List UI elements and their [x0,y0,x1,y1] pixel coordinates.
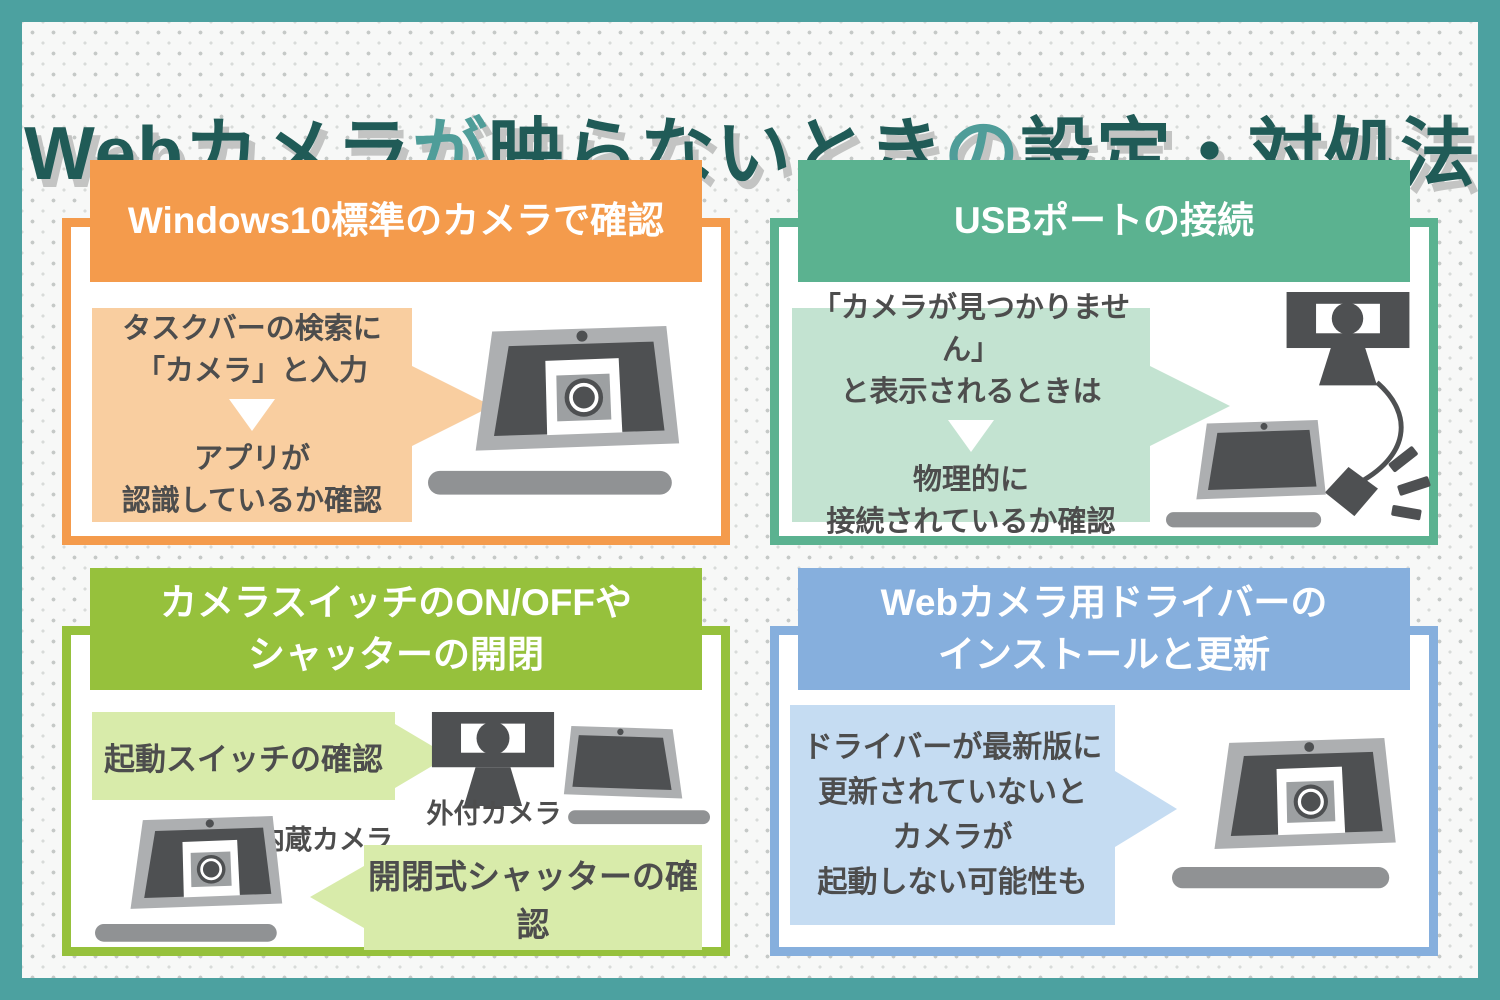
external-camera-label: 外付カメラ [426,799,562,829]
power-switch-bubble: 起動スイッチの確認 [92,712,449,800]
down-arrow-icon [948,420,994,453]
panel-header-text: USBポートの接続 [953,200,1255,242]
bubble-pointer-left [310,866,364,928]
panel-header: USBポートの接続 [798,160,1410,282]
bubble-line: カメラが [892,821,1013,854]
down-arrow-icon [229,399,275,431]
panel-header: Webカメラ用ドライバーの インストールと更新 [798,568,1410,690]
panel-header: カメラスイッチのON/OFFや シャッターの開閉 [90,568,702,690]
external-webcam-icon [430,712,556,809]
bubble-line: 起動しない可能性も [817,866,1088,899]
bubble-line: 認識しているか確認 [121,485,383,518]
panel-header-text: インストールと更新 [937,634,1271,675]
laptop-icon [1166,420,1341,531]
bubble-line: 「カメラが見つかりません」 [811,291,1131,366]
bubble-line: 開閉式シャッターの確認 [368,857,698,943]
panel-camera-switch: カメラスイッチのON/OFFや シャッターの開閉 起動スイッチの確認 外付カメラ [62,568,730,956]
bubble-line: 更新されていないと [817,776,1088,809]
laptop-icon [550,726,710,827]
laptop-with-camera-app-icon [428,326,703,500]
bubble-pointer-right [1115,771,1177,847]
panel-driver-update: Webカメラ用ドライバーの インストールと更新 ドライバーが最新版に 更新されて… [770,568,1438,956]
bubble-line: 接続されているか確認 [826,506,1116,539]
speech-bubble: タスクバーの検索に 「カメラ」と入力 アプリが 認識しているか確認 [92,308,492,522]
bubble-line: タスクバーの検索に [122,312,382,345]
bubble-line: と表示されるときは [840,375,1102,408]
panel-header-text: シャッターの開閉 [248,634,544,675]
panel-header-text: カメラスイッチのON/OFFや [159,582,633,624]
bubble-line: 「カメラ」と入力 [135,354,368,387]
bubble-line: アプリが [193,443,310,475]
bubble-line: ドライバーが最新版に [802,731,1103,764]
laptop-with-camera-app-icon [1172,738,1417,893]
speech-bubble: ドライバーが最新版に 更新されていないと カメラが 起動しない可能性も [790,705,1177,925]
external-webcam-unplugged-usb-icon [1262,292,1434,533]
bubble-line: 物理的に [912,464,1029,497]
panel-windows-camera-check: Windows10標準のカメラで確認 タスクバーの検索に 「カメラ」と入力 アプ… [62,160,730,545]
bubble-line: 起動スイッチの確認 [104,741,383,777]
speech-bubble: 「カメラが見つかりません」 と表示されるときは 物理的に 接続されているか確認 [792,292,1230,538]
panel-usb-port: USBポートの接続 「カメラが見つかりません」 と表示されるときは 物理的に 接… [770,160,1438,545]
panel-header: Windows10標準のカメラで確認 [90,160,702,282]
laptop-with-camera-app-icon [95,816,300,946]
shutter-bubble: 開閉式シャッターの確認 [310,845,702,950]
dotted-background: Webカメラが映らないときの設定・対処法 Windows10標準のカメラで確認 … [22,22,1478,978]
panel-header-text: Webカメラ用ドライバーの [880,582,1328,624]
panel-header-text: Windows10標準のカメラで確認 [127,200,665,242]
